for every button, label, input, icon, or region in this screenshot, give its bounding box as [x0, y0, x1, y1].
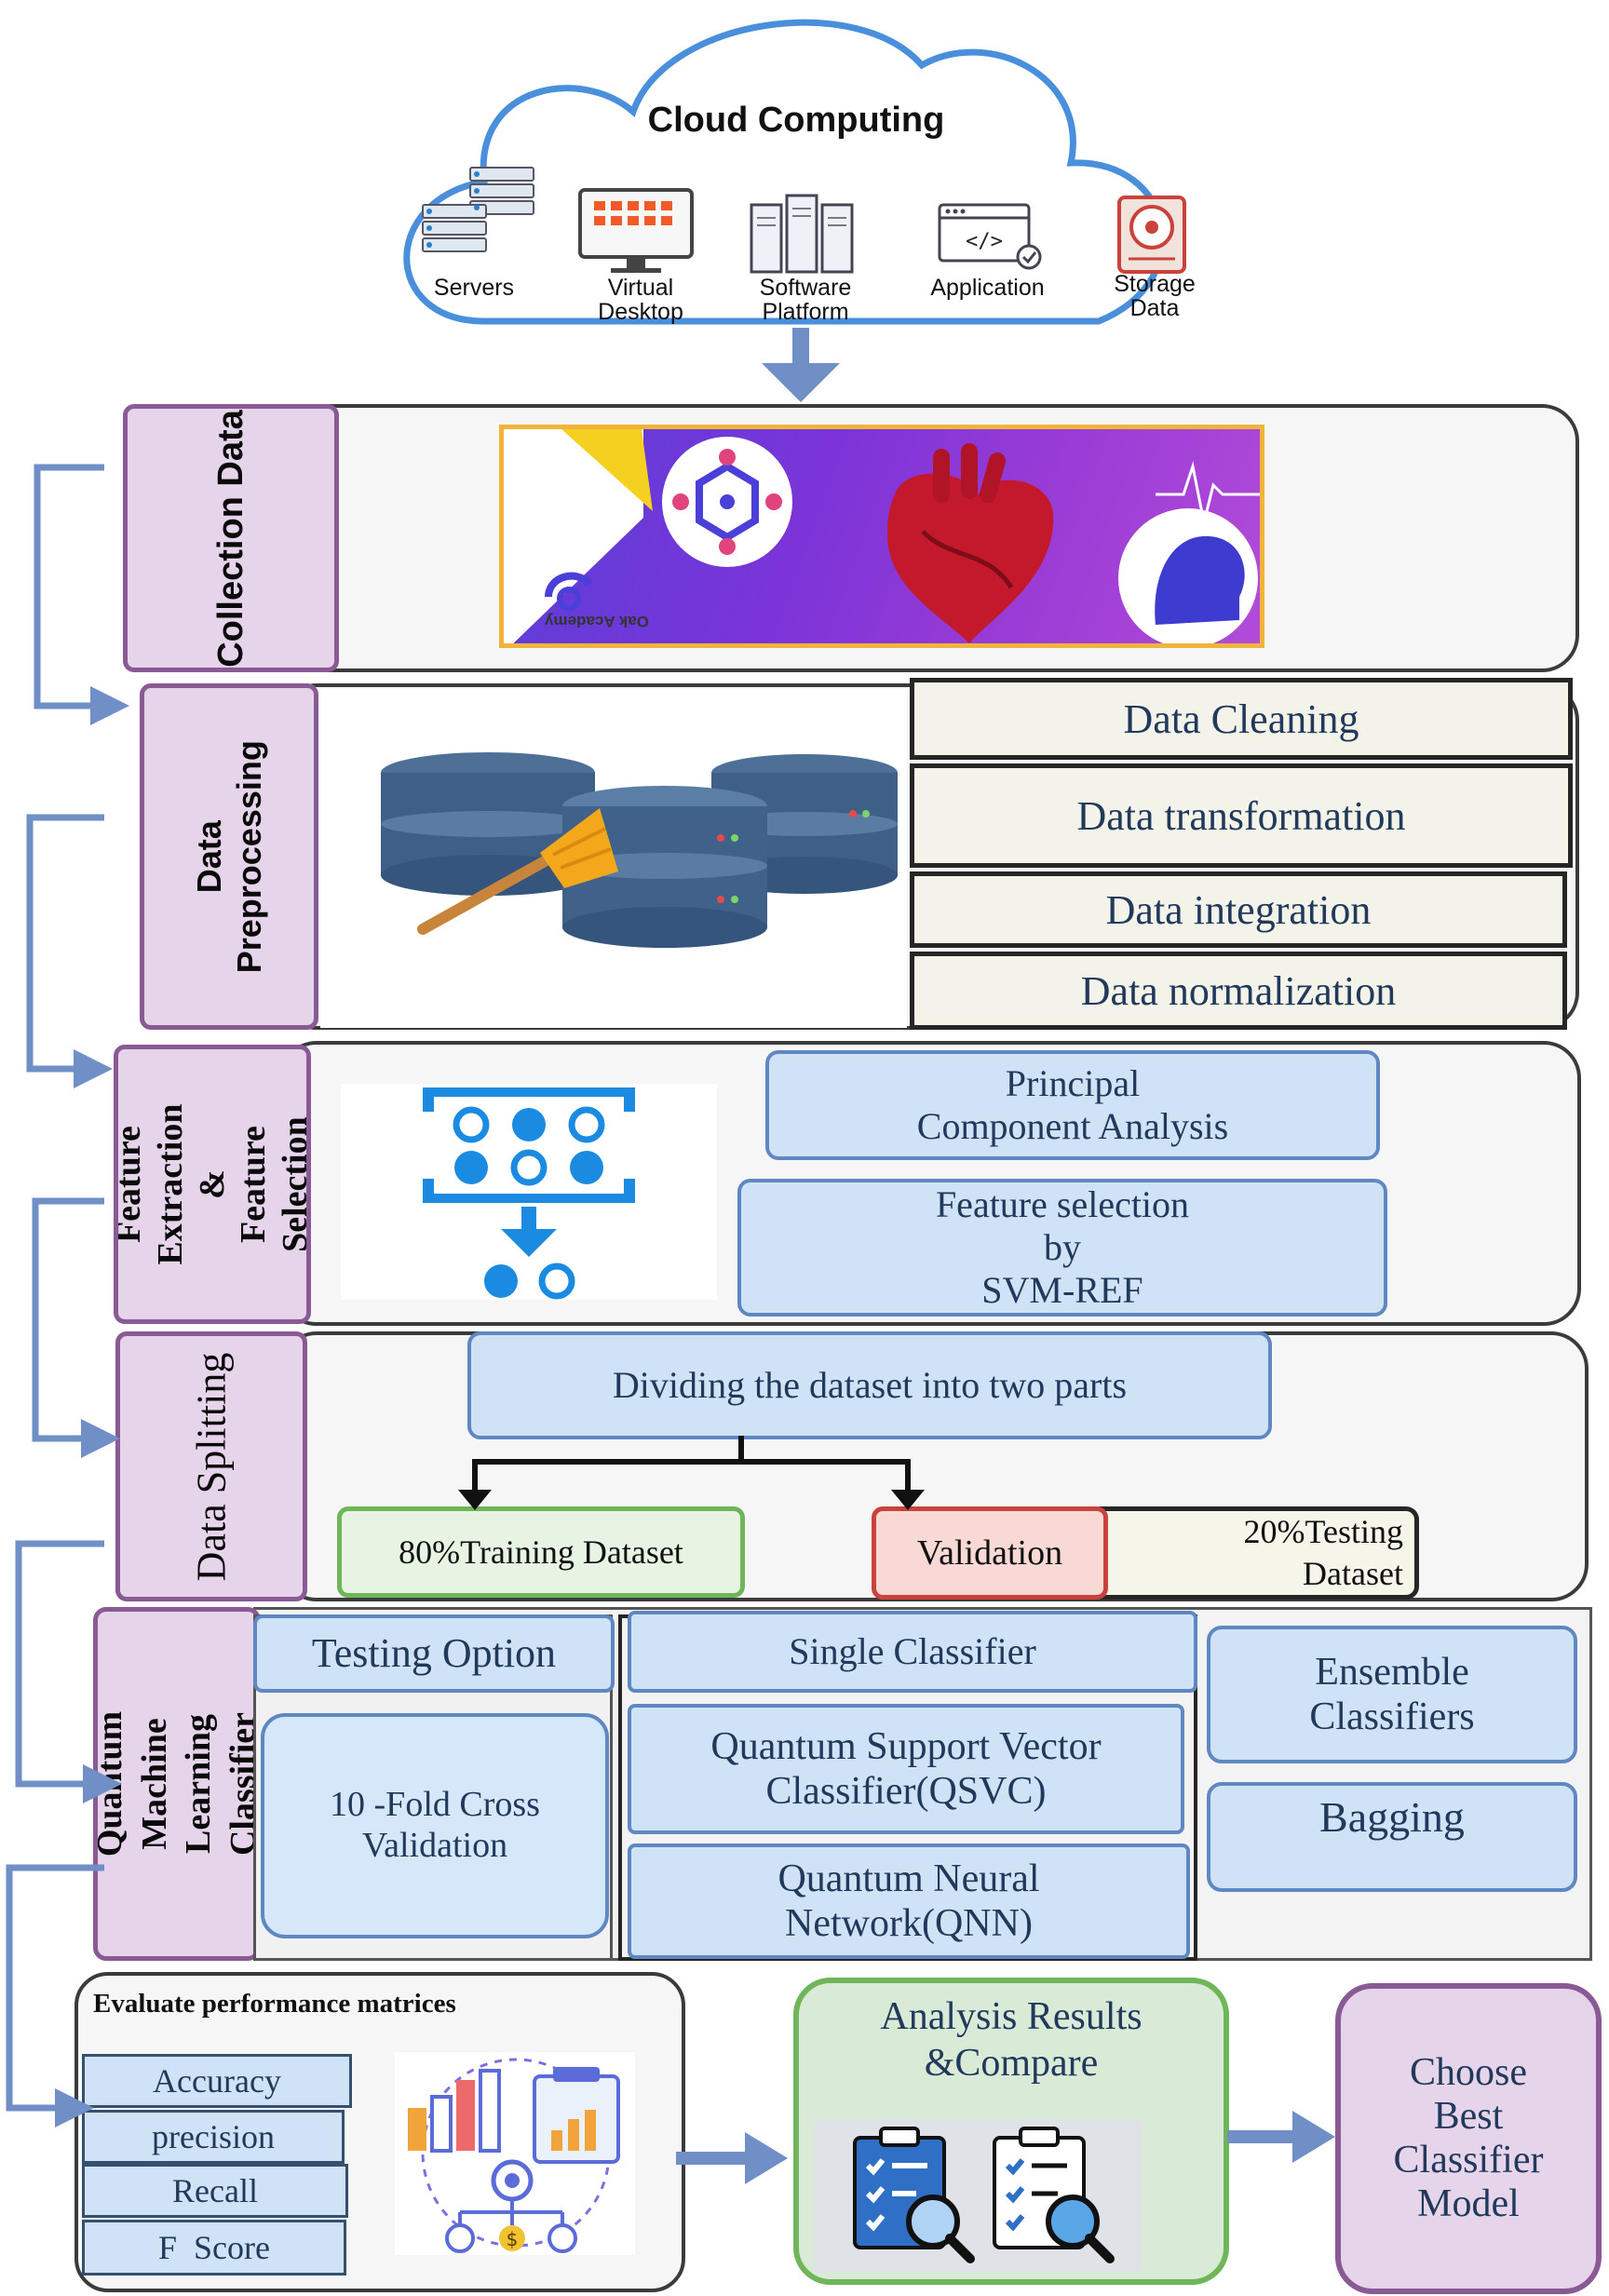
dividing-box: Dividing the dataset into two parts	[467, 1331, 1272, 1439]
pca-box: Principal Component Analysis	[765, 1050, 1380, 1160]
database-cleaning-icon	[381, 752, 898, 948]
validation-box: Validation	[872, 1506, 1108, 1600]
storage-disk-icon	[1117, 196, 1186, 274]
qml-stage-tab: Quantum Machine Learning Classifier	[93, 1607, 261, 1961]
splitting-stage-tab: Data Splitting	[115, 1331, 307, 1601]
step-data-cleaning: Data Cleaning	[910, 678, 1573, 760]
feature-stage-tab: Feature Extraction & Feature Selection	[114, 1045, 311, 1324]
preprocessing-image-area	[320, 689, 907, 1028]
servers-icon	[422, 167, 534, 252]
step-data-normalization: Data normalization	[910, 952, 1567, 1030]
collection-stage-tab: Collection Data	[123, 404, 339, 672]
monitor-icon	[578, 188, 694, 273]
ensemble-box: Ensemble Classifiers	[1207, 1626, 1577, 1763]
qml-stage-label: Quantum Machine Learning Classifier	[93, 1710, 261, 1857]
cloud-item-application-label: Application	[930, 275, 1045, 301]
metric-recall: Recall	[82, 2164, 348, 2218]
testing-option-box: Testing Option	[253, 1614, 615, 1693]
feature-image-area	[341, 1084, 717, 1300]
metric-f-score: F Score	[82, 2220, 346, 2276]
bagging-box: Bagging	[1207, 1782, 1577, 1892]
collection-stage-label: Collection Data	[210, 409, 250, 668]
banner-brand-text: Oak Academy	[545, 613, 649, 630]
cloud-title: Cloud Computing	[647, 101, 945, 140]
feature-extraction-icon	[423, 1087, 635, 1300]
analytics-dashboard-icon: $	[395, 2052, 635, 2255]
preprocessing-stage-label: Data Preprocessing	[189, 739, 269, 974]
qnn-box: Quantum Neural Network(QNN)	[628, 1844, 1190, 1959]
cloud-item-storage-data-label: Storage Data	[1114, 271, 1196, 322]
step-data-integration: Data integration	[910, 871, 1567, 948]
training-dataset-box: 80%Training Dataset	[337, 1506, 745, 1598]
preprocessing-stage-tab: Data Preprocessing	[140, 683, 318, 1030]
svm-ref-box: Feature selection by SVM-REF	[737, 1179, 1387, 1317]
kfold-box: 10 -Fold Cross Validation	[261, 1713, 609, 1938]
splitting-stage-label: Data Splitting	[188, 1352, 235, 1581]
step-data-transformation: Data transformation	[910, 763, 1573, 868]
cloud-item-software-platform-label: Software Platform	[759, 275, 852, 326]
choose-best-model-box: Choose Best Classifier Model	[1335, 1983, 1602, 2294]
analysis-image-area	[814, 2119, 1142, 2272]
evaluate-title: Evaluate performance matrices	[93, 1989, 456, 2019]
cloud-item-virtual-desktop-label: Virtual Desktop	[598, 275, 683, 326]
single-classifier-box: Single Classifier	[628, 1611, 1197, 1693]
code-window-icon: </>	[938, 203, 1042, 270]
metric-precision: precision	[82, 2110, 345, 2164]
heart-ai-banner: Oak Academy	[499, 425, 1264, 648]
qsvc-box: Quantum Support Vector Classifier(QSVC)	[628, 1704, 1184, 1834]
cloud-item-servers-label: Servers	[433, 275, 515, 301]
feature-stage-label: Feature Extraction & Feature Selection	[114, 1103, 311, 1265]
analysis-title: Analysis Results &Compare	[880, 1995, 1143, 2085]
clipboard-search-icon	[853, 2127, 1115, 2263]
software-platform-icon	[750, 194, 854, 274]
svg-text:</>: </>	[966, 230, 1003, 253]
svg-text:$: $	[507, 2228, 519, 2250]
heart-icon	[886, 443, 1054, 643]
metric-accuracy: Accuracy	[82, 2054, 352, 2108]
testing-dataset-box: 20%Testing Dataset	[1099, 1506, 1419, 1600]
